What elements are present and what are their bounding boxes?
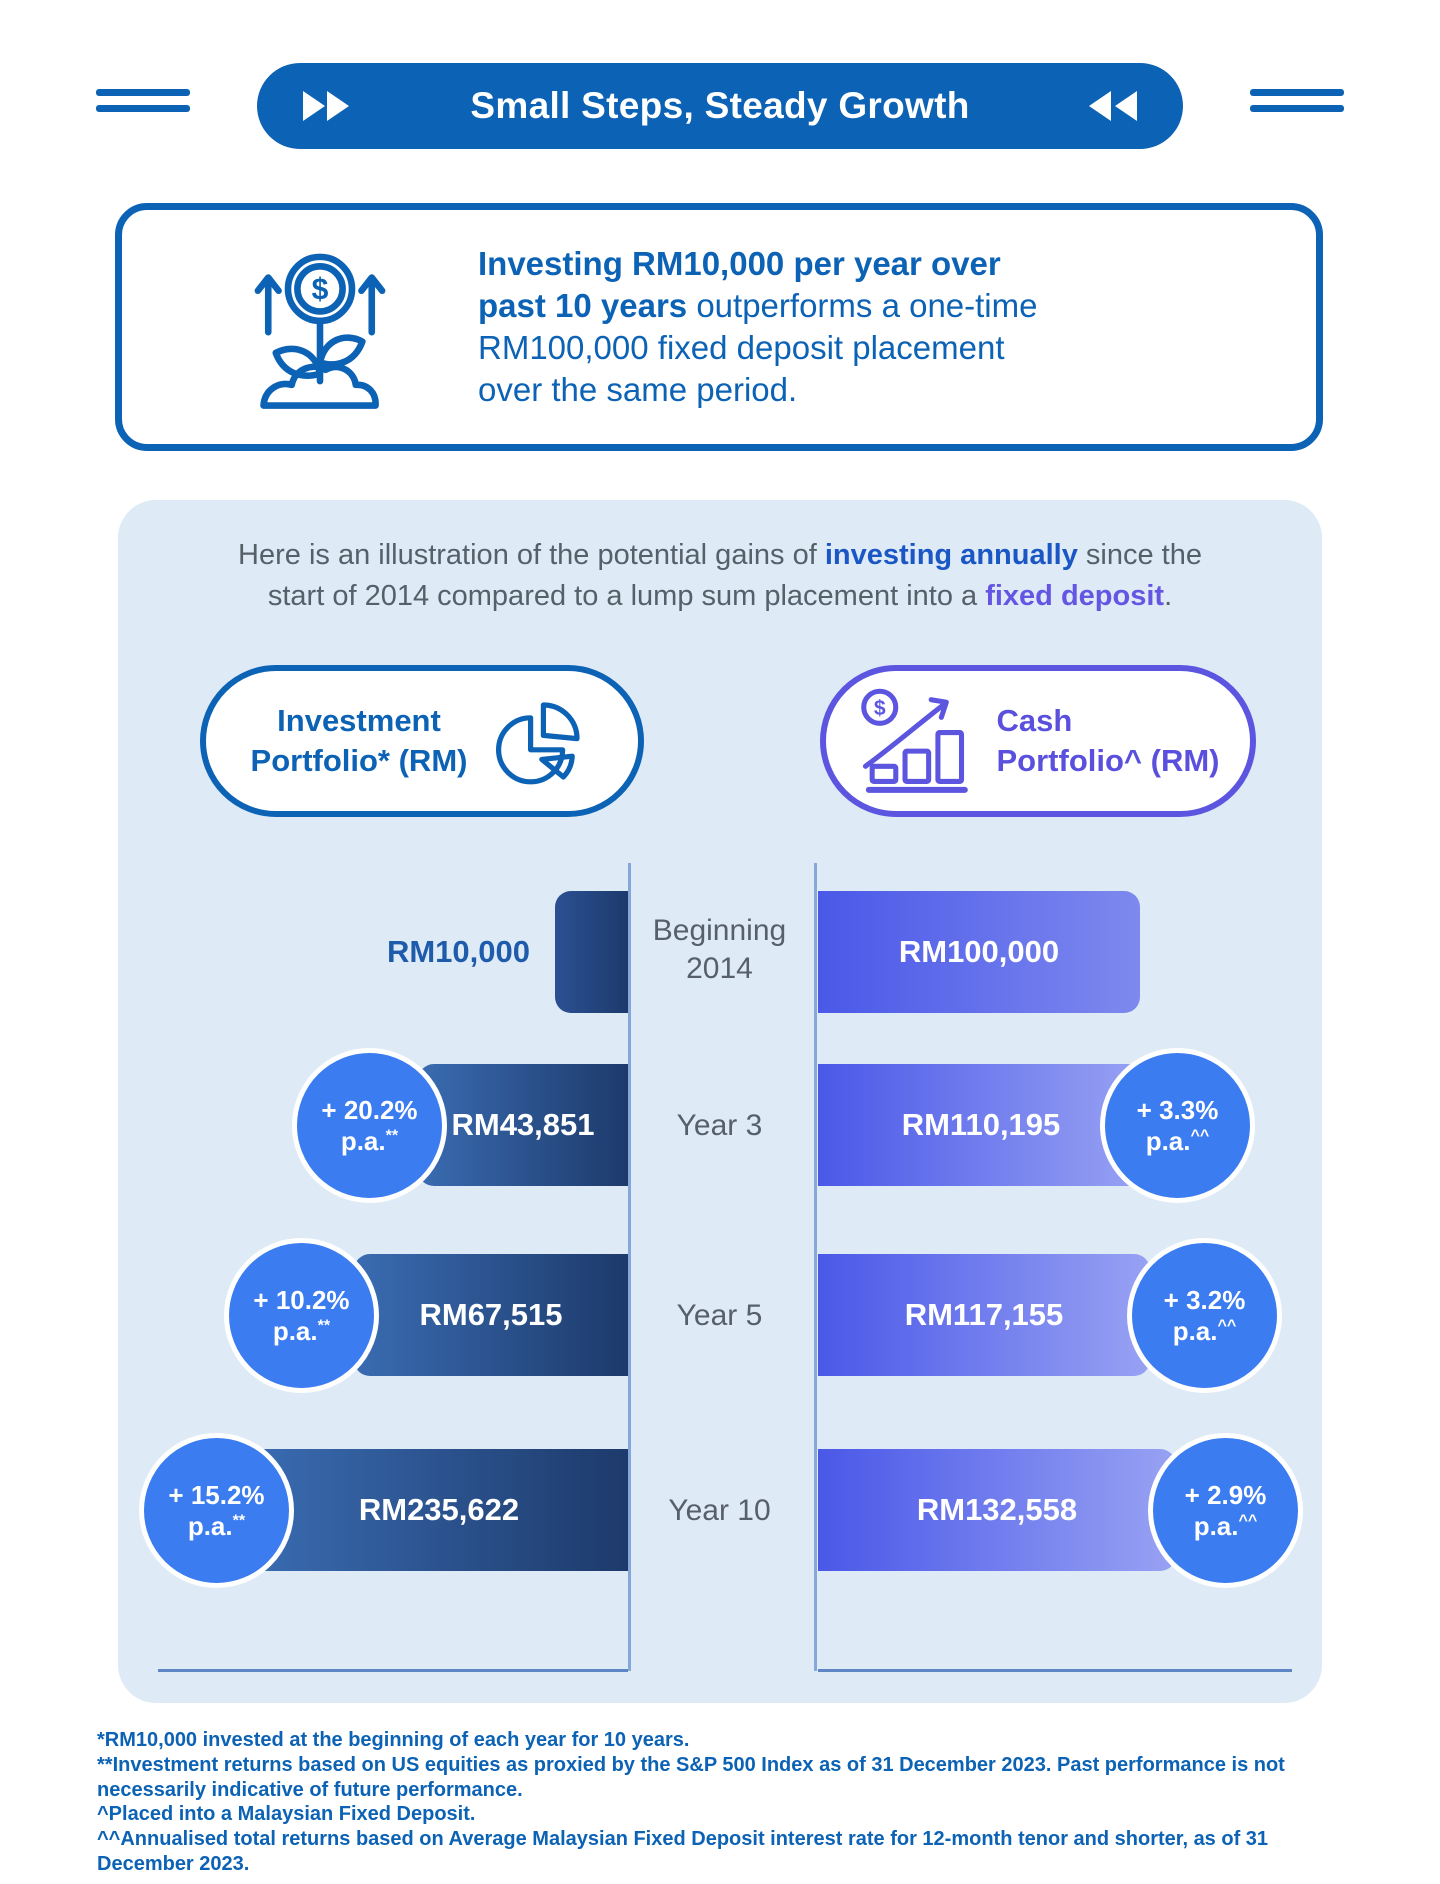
cash-value-2014: RM100,000 — [898, 934, 1060, 969]
cash-value-year5: RM117,155 — [904, 1297, 1064, 1332]
axis-label-year3: Year 3 — [676, 1109, 763, 1142]
cash-bar-2014: RM100,000 — [818, 891, 1140, 1013]
investment-bar-year3: RM43,851 — [418, 1064, 628, 1186]
footnote-1: *RM10,000 invested at the beginning of e… — [97, 1729, 690, 1751]
investment-bar-year10: RM235,622 — [250, 1449, 628, 1571]
legend-cash-portfolio: $ Cash Portfolio^ (RM) — [820, 665, 1256, 817]
cash-growth-icon: $ — [860, 688, 968, 793]
svg-text:$: $ — [873, 697, 885, 720]
investment-return-badge-year5: + 10.2% p.a.** — [224, 1238, 379, 1393]
footnote-4: ^^Annualised total returns based on Aver… — [97, 1828, 1269, 1875]
header-decor-lines-left — [96, 89, 190, 121]
footnote-2: **Investment returns based on US equitie… — [97, 1753, 1285, 1801]
intro-text: Here is an illustration of the potential… — [238, 539, 1202, 612]
cash-return-badge-year10: + 2.9% p.a.^^ — [1148, 1433, 1303, 1588]
cash-bar-year10: RM132,558 — [818, 1449, 1176, 1571]
highlight-fixed-deposit: fixed deposit — [985, 579, 1165, 612]
legend-investment-portfolio: Investment Portfolio* (RM) — [200, 665, 644, 817]
footnote-3: ^Placed into a Malaysian Fixed Deposit. — [97, 1803, 476, 1826]
cash-bar-year3: RM110,195 — [818, 1064, 1144, 1186]
investment-value-year5: RM67,515 — [419, 1297, 563, 1332]
investment-value-2014: RM10,000 — [386, 934, 530, 969]
legend-cash-label: Cash Portfolio^ (RM) — [996, 702, 1220, 778]
investment-bar-year5: RM67,515 — [354, 1254, 628, 1376]
axis-label-year5: Year 5 — [676, 1299, 763, 1332]
rewind-icon — [1089, 91, 1137, 121]
key-message-text: Investing RM10,000 per year over past 10… — [478, 245, 1038, 408]
cash-return-badge-year3: + 3.3% p.a.^^ — [1100, 1048, 1255, 1203]
header-decor-lines-right — [1250, 89, 1344, 121]
investment-return-badge-year3: + 20.2% p.a.** — [292, 1048, 447, 1203]
cash-value-year3: RM110,195 — [901, 1107, 1061, 1142]
fast-forward-icon — [303, 91, 349, 121]
key-message-bold-1: Investing RM10,000 per year over — [478, 245, 1001, 283]
key-message-box: $ Investing RM10,000 per year over past … — [115, 203, 1323, 451]
cash-value-year10: RM132,558 — [916, 1492, 1078, 1527]
axis-label-year10: Year 10 — [668, 1494, 771, 1527]
axis-label-beginning-2014: Beginning 2014 — [652, 914, 787, 985]
highlight-investing-annually: investing annually — [824, 539, 1078, 571]
svg-text:$: $ — [312, 273, 329, 306]
cash-return-badge-year5: + 3.2% p.a.^^ — [1127, 1238, 1282, 1393]
category-axis-column — [628, 863, 817, 1671]
left-baseline — [158, 1669, 628, 1672]
illustration-panel: Here is an illustration of the potential… — [118, 500, 1322, 1703]
investment-value-year3: RM43,851 — [451, 1107, 595, 1142]
pie-chart-icon — [496, 702, 581, 785]
investment-bar-2014 — [555, 891, 628, 1013]
money-plant-icon: $ — [254, 253, 386, 409]
title-banner: Small Steps, Steady Growth — [257, 63, 1183, 149]
page-title: Small Steps, Steady Growth — [470, 85, 970, 126]
legend-investment-label: Investment Portfolio* (RM) — [250, 702, 468, 778]
right-baseline — [818, 1669, 1292, 1672]
cash-bar-year5: RM117,155 — [818, 1254, 1150, 1376]
key-message-bold-2: past 10 years — [478, 287, 688, 325]
footnotes: *RM10,000 invested at the beginning of e… — [97, 1728, 1353, 1877]
investment-return-badge-year10: + 15.2% p.a.** — [139, 1433, 294, 1588]
investment-value-year10: RM235,622 — [358, 1492, 520, 1527]
